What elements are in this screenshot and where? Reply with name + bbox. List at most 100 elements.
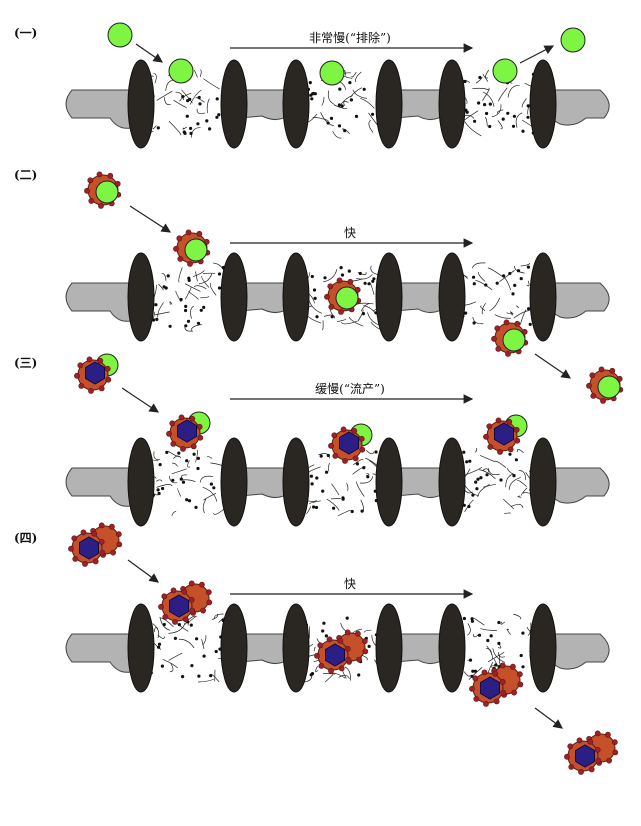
fg-node <box>465 460 468 463</box>
membrane-segment <box>395 90 446 120</box>
fg-node <box>313 288 316 291</box>
cargo-protein <box>503 329 525 351</box>
fg-filament <box>323 269 337 282</box>
membrane-segment <box>66 634 130 672</box>
fg-filament <box>516 113 522 128</box>
fg-node <box>359 272 362 275</box>
receptor-bump <box>612 740 617 745</box>
partner-protein <box>340 432 359 454</box>
receptor-bump <box>360 447 365 452</box>
receptor-bump <box>171 441 176 446</box>
fg-filament <box>199 274 212 284</box>
speed-label-4: 快 <box>344 577 356 591</box>
receptor-bump <box>569 764 574 769</box>
fg-node <box>466 111 469 114</box>
fg-node <box>327 121 330 124</box>
receptor-bump <box>171 588 176 593</box>
receptor-bump <box>501 690 506 695</box>
membrane-segment <box>550 90 609 125</box>
fg-filament <box>215 614 224 619</box>
fg-node <box>205 119 208 122</box>
fg-node <box>371 280 374 283</box>
receptor-bump <box>189 597 194 602</box>
fg-filament <box>196 272 198 282</box>
receptor-bump <box>177 236 182 241</box>
fg-node <box>157 488 160 491</box>
receptor-bump <box>328 284 333 289</box>
fg-node <box>186 99 189 102</box>
fg-node <box>169 325 172 328</box>
receptor-bump <box>352 428 357 433</box>
fg-node <box>158 643 161 646</box>
fg-filament <box>179 267 183 282</box>
receptor-bump <box>116 532 121 537</box>
fg-node <box>178 623 181 626</box>
receptor-bump <box>507 419 512 424</box>
fg-node <box>330 117 333 120</box>
fg-node <box>521 632 524 635</box>
fg-node <box>473 321 476 324</box>
fg-filament <box>473 634 478 637</box>
receptor-bump <box>568 744 573 749</box>
fg-node <box>323 276 326 279</box>
fg-node <box>485 112 488 115</box>
receptor-bump <box>88 178 93 183</box>
receptor-bump <box>511 690 516 695</box>
fg-filament <box>188 292 198 300</box>
cargo-in-channel <box>320 61 344 85</box>
receptor-bump <box>207 600 212 605</box>
fg-node <box>197 675 200 678</box>
entry-arrow-2 <box>130 206 170 232</box>
pore-ring-2-6 <box>530 253 556 341</box>
fg-node <box>364 282 367 285</box>
fg-filament <box>200 70 201 77</box>
fg-filament <box>371 266 378 275</box>
fg-node <box>217 113 220 116</box>
cargo-entering <box>108 23 132 47</box>
fg-filament <box>162 273 166 280</box>
fg-node <box>182 481 185 484</box>
fg-filament <box>520 310 526 325</box>
fg-node <box>163 285 166 288</box>
pore-ring-3-3 <box>283 438 309 526</box>
fg-filament <box>358 310 363 322</box>
fg-node <box>312 505 315 508</box>
fg-node <box>502 118 505 121</box>
entry-arrow-3 <box>122 388 158 412</box>
receptor-bump <box>68 546 73 551</box>
fg-node <box>374 450 377 453</box>
fg-filament <box>203 273 215 274</box>
fg-filament <box>313 117 329 120</box>
partner-protein <box>86 362 105 384</box>
receptor-bump <box>496 418 501 423</box>
receptor-bump <box>353 456 358 461</box>
fg-filament <box>200 297 209 298</box>
receptor-bump <box>201 608 206 613</box>
fg-filament <box>345 70 346 75</box>
fg-filament <box>155 312 170 315</box>
receptor-bump <box>98 358 103 363</box>
fg-node <box>188 499 191 502</box>
speed-label-3: 缓慢(“流产”) <box>315 382 385 396</box>
fg-mesh-4-1 <box>147 614 228 682</box>
fg-filament <box>356 274 372 279</box>
fg-node <box>161 487 164 490</box>
fg-filament <box>527 627 530 631</box>
pore-ring-4-5 <box>439 604 465 692</box>
fg-filament <box>467 624 470 636</box>
receptor-bump <box>595 731 600 736</box>
receptor-bump <box>82 561 87 566</box>
fg-node <box>321 629 324 632</box>
fg-node <box>521 665 524 668</box>
fg-node <box>187 277 190 280</box>
receptor-bump <box>491 336 496 341</box>
receptor-bump <box>73 556 78 561</box>
fg-filament <box>308 114 317 121</box>
partner-protein <box>495 423 514 445</box>
receptor-bump <box>474 696 479 701</box>
exit-arrow-1 <box>520 46 553 63</box>
fg-filament <box>517 449 523 452</box>
receptor-bump <box>589 767 594 772</box>
panel-label-2: (二) <box>14 166 37 183</box>
fg-filament <box>322 97 324 106</box>
